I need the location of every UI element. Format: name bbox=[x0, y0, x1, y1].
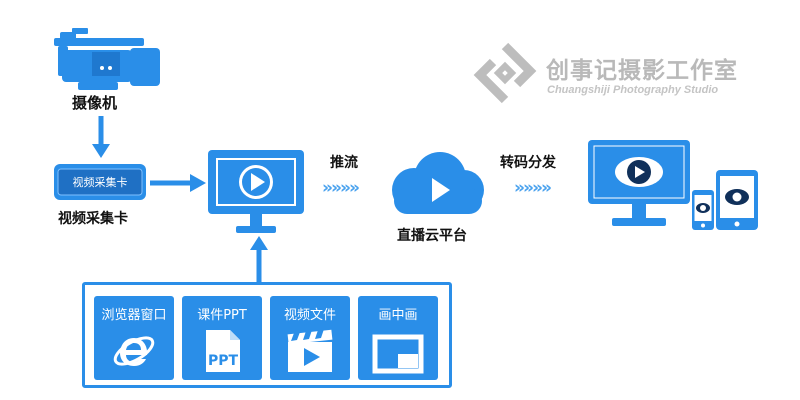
ppt-icon-text: PPT bbox=[207, 353, 239, 369]
source-label-video: 视频文件 bbox=[283, 308, 336, 323]
logo-title: 创事记摄影工作室 bbox=[546, 58, 738, 84]
phone-icon bbox=[692, 190, 714, 230]
ppt-document-icon bbox=[206, 330, 240, 372]
source-label-ppt: 课件PPT bbox=[197, 308, 247, 323]
source-tile-video: 视频文件 bbox=[270, 296, 350, 380]
capture-card-badge: 视频采集卡 bbox=[72, 176, 128, 189]
logo-subtitle: Chuangshiji Photography Studio bbox=[547, 84, 719, 96]
arrow-up-icon bbox=[250, 236, 268, 284]
input-sources-panel: 浏览器窗口 课件PPT PPT 视频文件 画中画 bbox=[82, 282, 452, 388]
picture-in-picture-icon bbox=[372, 334, 424, 374]
arrow-right-icon bbox=[150, 174, 206, 192]
capture-card: 视频采集卡 bbox=[54, 164, 146, 200]
output-monitor-icon bbox=[588, 140, 690, 226]
push-label: 推流 bbox=[330, 155, 358, 171]
arrow-down-icon bbox=[92, 116, 110, 158]
source-label-browser: 浏览器窗口 bbox=[101, 308, 167, 323]
capture-card-icon bbox=[54, 164, 146, 200]
source-tile-pip: 画中画 bbox=[358, 296, 438, 380]
ie-browser-icon bbox=[113, 336, 155, 366]
logo-mark-icon bbox=[473, 42, 537, 104]
camera-label: 摄像机 bbox=[72, 94, 118, 112]
video-file-icon bbox=[287, 329, 333, 372]
distribute-label: 转码分发 bbox=[500, 155, 556, 171]
cloud-play-icon bbox=[392, 152, 484, 214]
chevrons-push-icon: »»»» bbox=[322, 178, 360, 198]
camcorder-icon bbox=[54, 28, 160, 90]
monitor-play-icon bbox=[208, 150, 304, 233]
source-label-pip: 画中画 bbox=[378, 308, 418, 323]
source-tile-browser: 浏览器窗口 bbox=[94, 296, 174, 380]
studio-logo bbox=[472, 40, 552, 110]
tablet-icon bbox=[716, 170, 758, 230]
source-tile-ppt: 课件PPT PPT bbox=[182, 296, 262, 380]
capture-card-label: 视频采集卡 bbox=[58, 211, 128, 227]
chevrons-distribute-icon: »»»» bbox=[514, 178, 552, 198]
cloud-label: 直播云平台 bbox=[397, 228, 467, 244]
